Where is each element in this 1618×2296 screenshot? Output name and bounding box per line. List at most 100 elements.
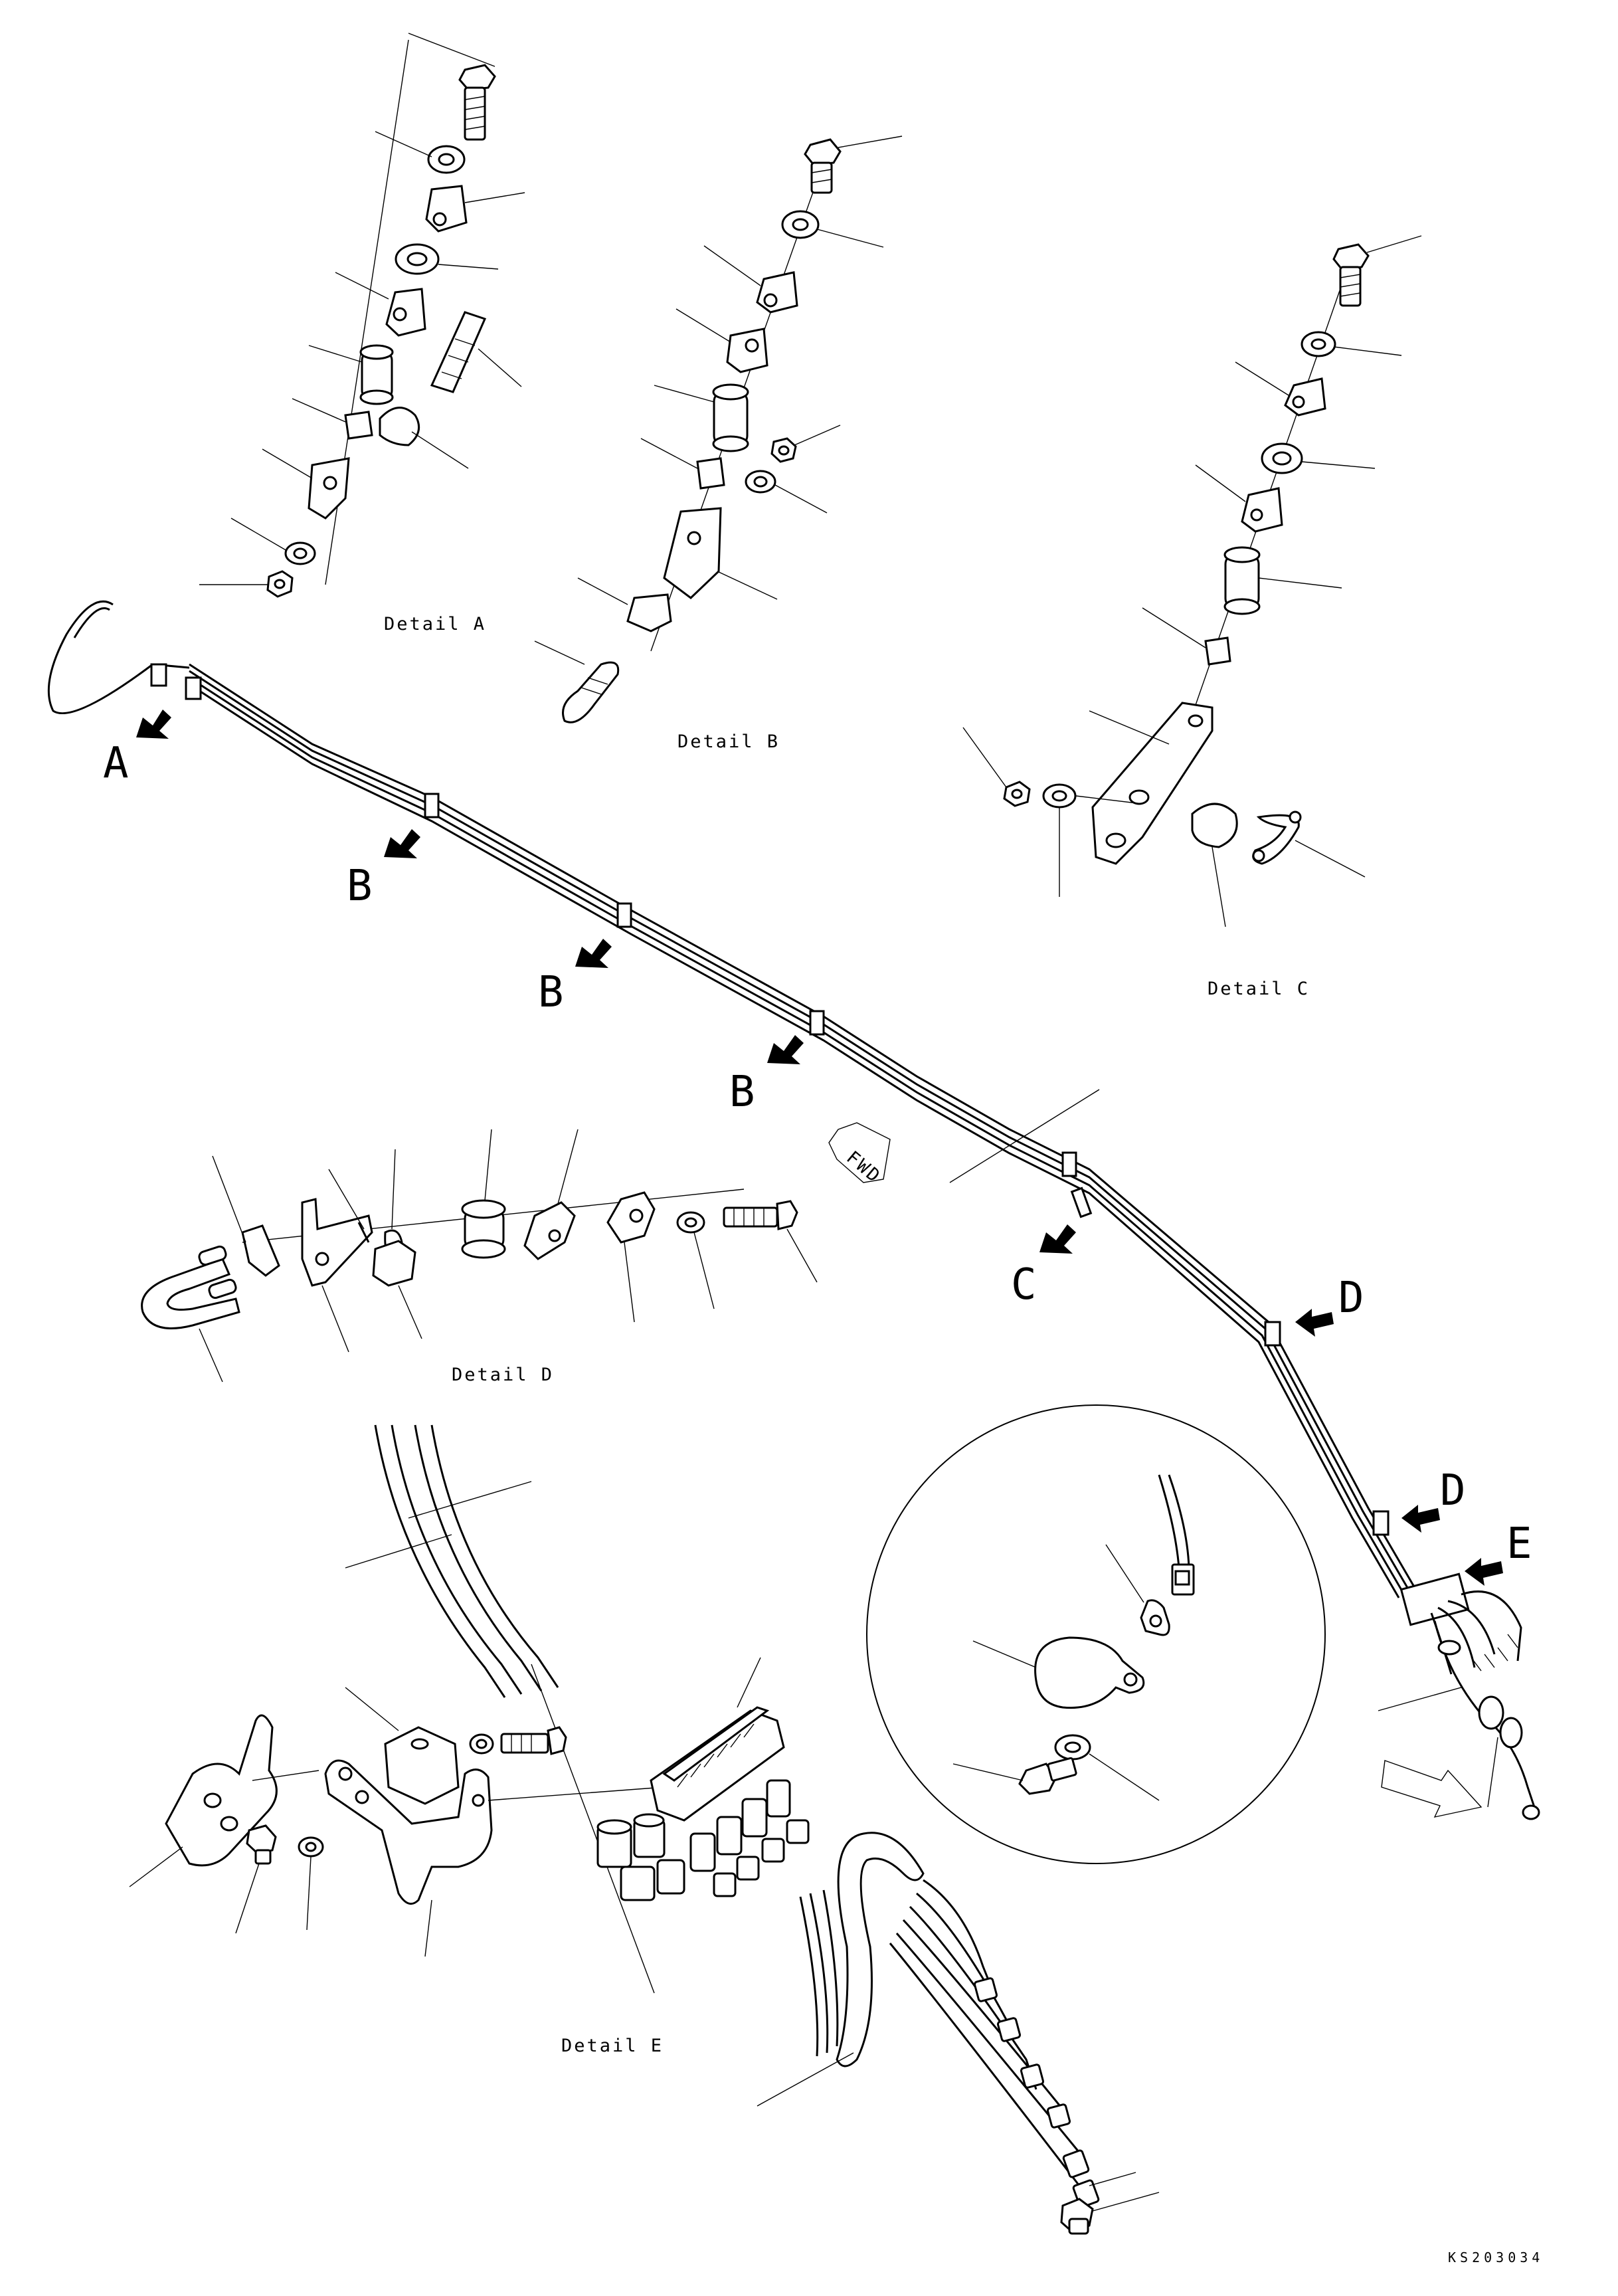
detail-d-clamp [523,1129,579,1260]
callout-c: C [1011,1224,1076,1309]
circle-pipe-clamp [972,1636,1145,1709]
callout-c-letter: C [1011,1260,1037,1309]
callout-d-2-letter: D [1440,1466,1466,1515]
detail-b-exploded-view: Detail B [534,136,903,752]
callout-d-1-letter: D [1338,1274,1364,1323]
clamp-detail-b-1 [424,793,440,818]
detail-e-washer [469,1733,494,1755]
callout-b-3-letter: B [729,1068,755,1117]
detail-a-label: Detail A [384,614,486,634]
detail-d-clamp-2 [606,1191,656,1323]
detail-a-grommet [308,344,394,405]
detail-c-washer-lower [1042,783,1143,897]
callout-b-2-letter: B [538,968,564,1017]
tail-hose-end [1522,1804,1540,1820]
detail-b-block [640,438,725,490]
detail-b-nut [770,425,841,463]
detail-a-block [292,398,373,440]
detail-d-block [372,1240,422,1339]
callout-a: A [103,710,171,788]
clamp-detail-c [1061,1151,1077,1177]
callout-e: E [1465,1519,1532,1586]
detail-e-bolt [500,1726,567,1755]
clamp-detail-a [150,663,167,687]
callout-b-1-letter: B [347,862,373,911]
detail-d-bracket [301,1198,373,1353]
detail-d-grommet-2 [461,1129,506,1259]
detail-b-bolt [804,136,903,194]
detail-c-exploded-view: Detail C [962,235,1422,999]
detail-e-bracket [324,1759,665,1957]
detail-c-washer [1301,331,1402,357]
detail-c-bolt [1332,235,1422,307]
callout-b-3: B [729,1035,804,1117]
detail-b-label: Detail B [677,731,780,752]
callout-d-1: D [1295,1274,1364,1337]
detail-b-hose-clip [534,640,620,723]
detail-b-bracket [663,507,778,600]
detail-b-washer [781,210,884,248]
callout-b-1: B [347,829,420,911]
callout-d-2: D [1401,1466,1466,1533]
detail-c-nut [962,727,1031,807]
detail-e-label: Detail E [561,2036,664,2056]
detail-b-clamp-lower [675,308,768,373]
detail-d-washer [676,1211,715,1309]
detail-a-bracket [262,448,350,520]
detail-c-bracket-on-hose [1070,1187,1093,1218]
detail-c-clamp-upper [1235,361,1326,417]
circle-bolt [952,1757,1077,1795]
detail-b-clamp-upper [703,245,798,314]
detail-c-bracket [1089,702,1214,865]
detail-d-bolt [723,1200,818,1283]
detail-c-hose-clamp [1252,811,1366,878]
detail-e-manifold [596,1657,810,1901]
detail-c-grommet [1223,546,1342,615]
circle-clip [1105,1544,1170,1636]
main-hose-routing [47,600,1540,1820]
detail-e-bolt-small [235,1824,277,1934]
direction-outline-arrow [1381,1760,1483,1818]
detail-c-clamp-lower [1195,464,1283,533]
tail-hose-ring [1437,1640,1461,1656]
forward-direction-marker: FWD [828,1122,891,1188]
fwd-label: FWD [842,1147,885,1188]
callout-e-letter: E [1506,1519,1532,1569]
detail-e-block [345,1687,460,1805]
detail-e-exploded-view: Detail E [129,1424,1160,2235]
detail-e-washer-small [298,1836,324,1931]
drawing-code: KS203034 [1448,2249,1544,2265]
detail-a-clamp-lower [335,272,426,337]
detail-a-nut [199,570,294,598]
clamp-detail-b-3 [809,1010,825,1036]
detail-e-clamp-bracket [129,1714,278,1887]
detail-d-exploded-view: Detail D [141,1129,818,1385]
callout-b-2: B [538,939,612,1017]
detail-d-pin [328,1169,370,1243]
detail-c-label: Detail C [1208,979,1310,999]
detail-d-label: Detail D [452,1365,554,1385]
detail-d-grommet [212,1155,280,1277]
detail-a-exploded-view: Detail A [199,33,525,634]
detail-c-block [1142,607,1231,666]
tail-hose-clip [1478,1695,1504,1730]
detail-a-cushion [379,407,469,469]
detail-c-cushion [1191,803,1238,927]
detail-a-washer-lower [230,518,316,565]
detail-c-spacer [1261,442,1376,474]
detail-a-hose-fitting [430,311,522,393]
clamp-detail-d-2 [1372,1510,1390,1536]
detail-d-u-clip [141,1245,240,1383]
detail-b-grommet [654,383,749,452]
detail-b-cushion [577,577,672,632]
clamp-detail-b-2 [616,902,632,928]
detail-b-washer-side [745,470,828,514]
tail-hose-clip-2 [1499,1717,1523,1749]
callout-a-letter: A [103,739,129,788]
detail-a-spacer [395,243,499,275]
detail-a-clamp-upper [425,185,525,233]
detail-e-hose-bundle [757,1832,1160,2235]
clamp-detail-a-2 [185,676,202,700]
detail-e-location-manifold [1399,1573,1522,1675]
